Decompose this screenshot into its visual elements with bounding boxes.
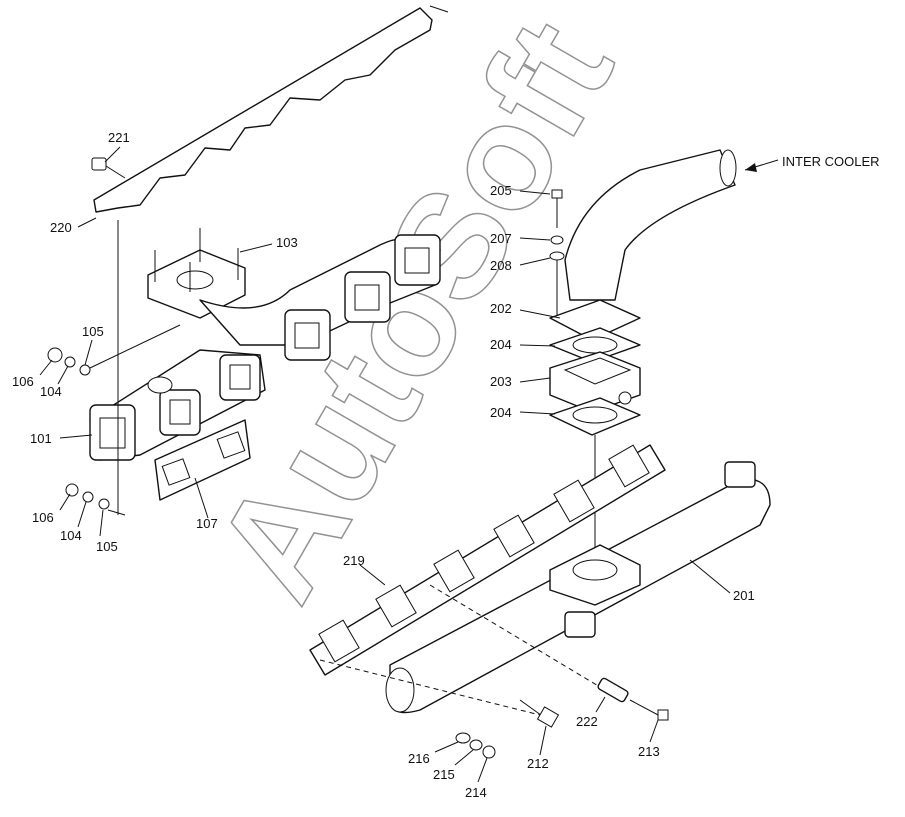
washer-216 [455,732,471,744]
label-104-upper: 104 [40,384,62,399]
label-220: 220 [50,220,72,235]
label-101: 101 [30,431,52,446]
label-213: 213 [638,744,660,759]
label-107: 107 [196,516,218,531]
bolt-221 [91,157,126,179]
flange-202 [549,299,641,341]
nuts-washers-lower-left [65,483,126,516]
label-105-upper: 105 [82,324,104,339]
label-204-upper: 204 [490,337,512,352]
label-219: 219 [343,553,365,568]
label-204-lower: 204 [490,405,512,420]
intake-manifold-201 [385,461,771,714]
label-inter-cooler: INTER COOLER [782,154,880,169]
label-106-upper: 106 [12,374,34,389]
label-104-lower: 104 [60,528,82,543]
gasket-219 [309,444,666,676]
label-201: 201 [733,588,755,603]
intercooler-pipe [564,149,737,301]
label-205: 205 [490,183,512,198]
label-208: 208 [490,258,512,273]
leader-lines [39,146,731,783]
arrow-icon [745,163,757,172]
label-215: 215 [433,767,455,782]
intake-valve-203 [549,351,641,413]
label-214: 214 [465,785,487,800]
nuts-washers-upper-left [47,324,181,376]
label-221: 221 [108,130,130,145]
label-105-lower: 105 [96,539,118,554]
bolt-212 [519,699,560,728]
label-216: 216 [408,751,430,766]
pin-222 [597,677,629,703]
label-207: 207 [490,231,512,246]
washer-215 [469,739,483,751]
bolt-213 [629,699,669,721]
label-202: 202 [490,301,512,316]
heat-shield [93,7,433,213]
label-106-lower: 106 [32,510,54,525]
washer-208 [549,251,565,261]
label-212: 212 [527,756,549,771]
label-222: 222 [576,714,598,729]
bolt-205 [551,189,563,228]
label-103: 103 [276,235,298,250]
nut-214 [482,745,496,759]
label-203: 203 [490,374,512,389]
exhaust-manifold-upper [147,228,441,361]
washer-207 [550,235,564,245]
exhaust-manifold-lower [89,349,266,461]
